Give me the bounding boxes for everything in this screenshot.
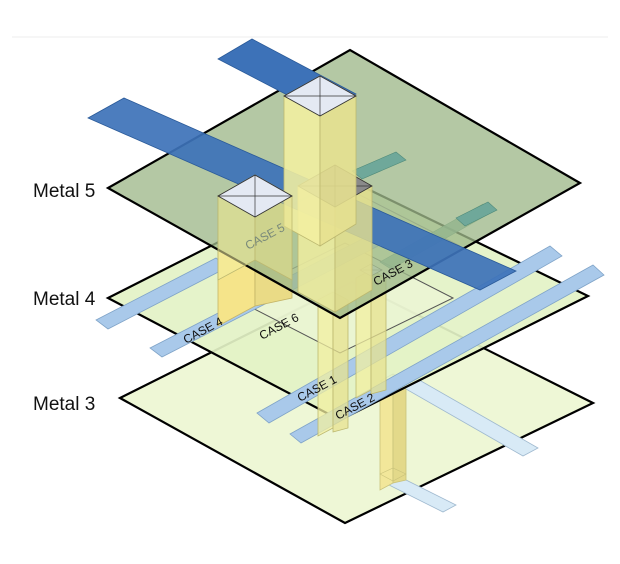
via-top	[284, 76, 356, 246]
label-metal5: Metal 5	[33, 181, 95, 202]
label-metal3: Metal 3	[33, 394, 95, 415]
label-metal4: Metal 4	[33, 289, 96, 310]
